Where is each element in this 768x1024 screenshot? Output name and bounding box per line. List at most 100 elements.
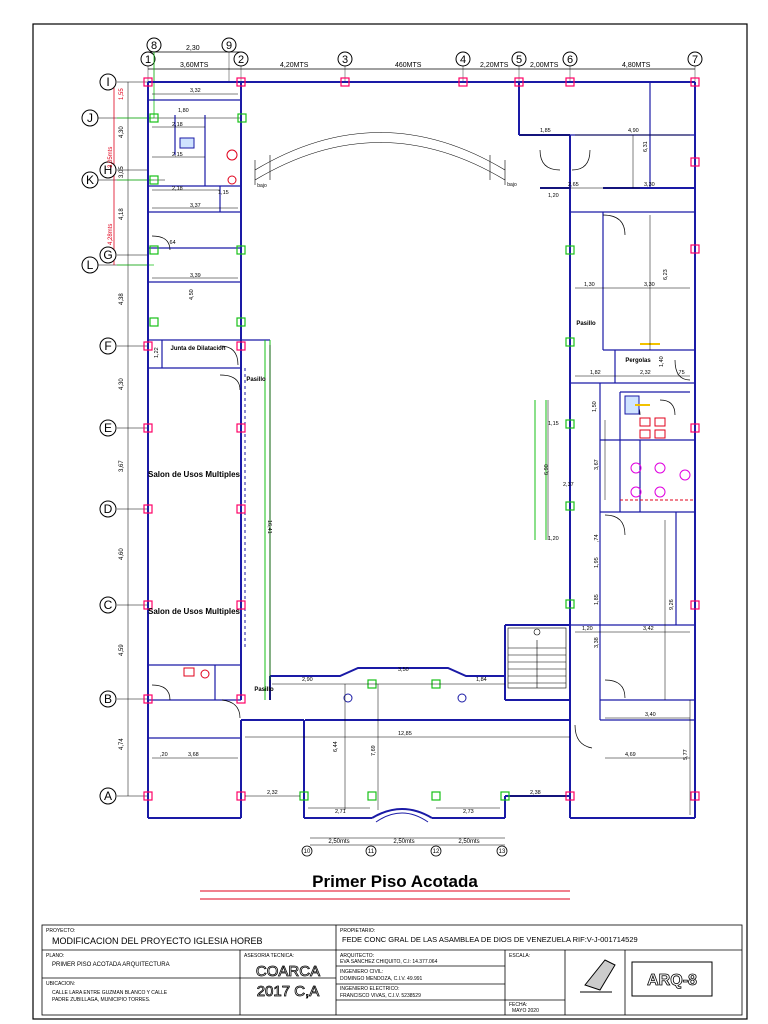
corridor-wall-green: [264, 340, 547, 700]
dim-074: ,74: [594, 534, 600, 542]
bottom-axis-13: 13: [499, 849, 506, 855]
tb-coarca-1: COARCA: [256, 963, 320, 980]
dim-6-44: 6,44: [333, 741, 339, 752]
left-red-dim-1: 3,05mts: [108, 147, 114, 168]
dim-3-40: 3,40: [645, 712, 656, 718]
left-dim-8: 4,60: [119, 548, 125, 560]
tb-elec: FRANCISCO VIVAS, C.I.V. 5238529: [340, 993, 421, 999]
tb-propietario: FEDE CONC GRAL DE LAS ASAMBLEA DE DIOS D…: [342, 935, 638, 944]
row-label-F: F: [104, 339, 111, 353]
dim-2-65: 2,65: [568, 182, 579, 188]
label-pasillo-3: Pasillo: [254, 687, 274, 693]
label-bajo-2: bajo: [507, 182, 517, 188]
top-dim-1: 2,30: [186, 45, 200, 52]
dim-075: ,75: [677, 370, 685, 376]
col-label-4: 4: [460, 54, 466, 66]
dim-3-50: 3,50: [398, 667, 409, 673]
dim-2-73: 2,73: [463, 809, 474, 815]
top-dim-4: 460MTS: [395, 62, 422, 69]
tb-ubic-2: PADRE ZUBILLAGA, MUNICIPIO TORRES.: [52, 997, 150, 1003]
dim-9-26: 9,26: [669, 599, 675, 610]
dim-2-71: 2,71: [335, 809, 346, 815]
bottom-axis-bubbles: [301, 845, 508, 857]
tb-arq-label: ARQUITECTO:: [340, 953, 374, 959]
green-column-markers: [149, 113, 575, 801]
left-dim-3: 3,05: [119, 166, 125, 178]
dim-1-82: 1,82: [590, 370, 601, 376]
dim-1-84: 1,84: [476, 677, 487, 683]
dim-16-41: 16,41: [266, 520, 272, 534]
tb-fecha: MAYO 2020: [512, 1008, 539, 1014]
dim-1-50: 1,50: [592, 401, 598, 412]
col-label-2: 2: [238, 54, 244, 66]
interior-dim-lines: [152, 93, 691, 815]
row-label-K: K: [86, 173, 94, 187]
left-dim-9: 4,59: [119, 644, 125, 656]
col-label-9: 9: [226, 40, 232, 52]
top-dimension-line: [148, 51, 695, 70]
label-pasillo-2: Pasillo: [576, 321, 596, 327]
dim-1-15b: 1,15: [548, 421, 559, 427]
row-label-L: L: [87, 258, 94, 272]
col-label-3: 3: [342, 54, 348, 66]
bottom-dim-3: 2,50mts: [458, 839, 479, 845]
row-label-E: E: [104, 421, 112, 435]
tb-plano-label: PLANO:: [46, 953, 64, 959]
bottom-axis-10: 10: [304, 849, 311, 855]
dim-6-23: 6,23: [663, 269, 669, 280]
dim-3-37: 3,37: [190, 203, 201, 209]
row-label-G: G: [103, 248, 112, 262]
top-dim-5: 2,20MTS: [480, 62, 509, 69]
stair-well: [507, 627, 567, 689]
dim-3-39: 3,39: [190, 273, 201, 279]
dim-3-30a: 3,30: [644, 182, 655, 188]
bathroom-fixtures: [179, 137, 695, 679]
dim-3-68: 3,68: [188, 752, 199, 758]
tb-civil: DOMINGO MENDOZA, C.I.V. 49.991: [340, 976, 423, 982]
structural-columns: [143, 77, 700, 801]
col-label-7: 7: [692, 54, 698, 66]
label-salon-2: Salon de Usos Multiples: [148, 607, 241, 616]
label-bajo-1: bajo: [257, 183, 267, 189]
dim-1-30: 1,30: [584, 282, 595, 288]
dim-4-50: 4,50: [189, 289, 195, 300]
column-bubbles: [140, 37, 703, 67]
row-label-B: B: [104, 692, 112, 706]
row-bubbles: [81, 73, 117, 805]
dim-2-32b: 2,32: [267, 790, 278, 796]
tb-coarca-2: 2017 C,A: [257, 983, 320, 1000]
top-dim-7: 4,80MTS: [622, 62, 651, 69]
dim-3-42: 3,42: [643, 626, 654, 632]
left-dim-4: 4,18: [119, 208, 125, 220]
dim-3-38: 3,38: [594, 637, 600, 648]
dim-2-38: 2,38: [530, 790, 541, 796]
sheet-number-box: [631, 961, 713, 997]
dim-2-18a: 2,18: [172, 122, 183, 128]
tb-elec-label: INGENIERO ELECTRICO:: [340, 986, 399, 992]
dim-12-85: 12,85: [398, 731, 412, 737]
dim-1-95: 1,95: [594, 557, 600, 568]
bottom-axis-11: 11: [368, 849, 375, 855]
tb-asesoria-label: ASESORIA TECNICA:: [244, 953, 294, 959]
bottom-dim-1: 2,50mts: [328, 839, 349, 845]
left-dim-7: 3,67: [119, 460, 125, 472]
tb-sheet-number: ARQ-8: [647, 972, 697, 989]
row-label-D: D: [104, 502, 113, 516]
col-label-8: 8: [151, 40, 157, 52]
dim-2-90: 2,90: [302, 677, 313, 683]
sheet-border: [32, 23, 748, 1020]
firm-logo: [580, 959, 616, 993]
dim-1-15a: 1,15: [218, 190, 229, 196]
col-label-1: 1: [145, 54, 151, 66]
label-junta-dilatacion: Junta de Dilatacion: [170, 346, 225, 352]
row-label-H: H: [104, 163, 113, 177]
dim-2-32a: 2,32: [640, 370, 651, 376]
dim-1-85: 1,85: [540, 128, 551, 134]
dim-1-40: 1,40: [659, 356, 665, 367]
row-label-A: A: [104, 789, 112, 803]
row-label-J: J: [87, 111, 93, 125]
tb-proyecto: MODIFICACION DEL PROYECTO IGLESIA HOREB: [52, 936, 263, 946]
tb-arq: EVA SANCHEZ CHIQUITO, C.I: 14.377.064: [340, 959, 438, 965]
dim-7-69: 7,69: [371, 745, 377, 756]
